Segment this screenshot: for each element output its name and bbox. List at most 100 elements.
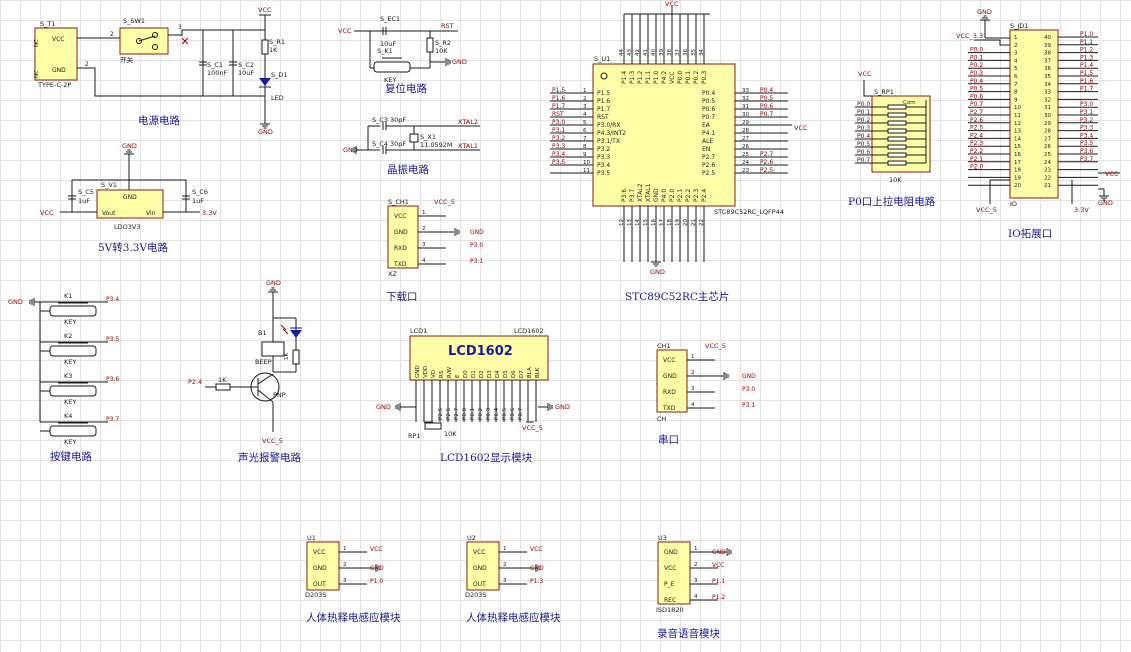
serial-pin-vcc-label: VCC [663,357,675,364]
io-net-right: P3.7 [1080,156,1093,163]
mcu-pin-right-label: P2.7 [702,154,715,161]
mcu-pin-right-label: P2.6 [702,162,715,169]
key-switch[interactable] [49,345,97,357]
d1-ref: S_D1 [271,71,288,79]
sw-label: 开关 [120,55,134,64]
voice-pin-gnd-label: GND [664,549,678,556]
io-header [1009,29,1059,199]
mcu-pin-left-label: P3.3 [597,154,610,161]
mcu-pin-top-label: P1.3 [629,71,636,84]
mcu-pin-top-label: P0.3 [701,71,708,84]
io-pin-left-number: 15 [1014,144,1021,150]
io-net-left: P2.0 [970,164,983,171]
key-net: P3.5 [106,336,119,343]
serial-pin-number: 4 [691,402,695,408]
io-pin-left-number: 9 [1014,97,1018,103]
io-net-left: P2.2 [970,148,983,155]
mcu-net-right: P0.6 [760,103,773,110]
serial-connector[interactable] [656,349,688,413]
mcu-pin-bottom-label: P3.6 [621,189,628,202]
c5-ref: S_C5 [78,188,94,196]
power-gnd: GND [258,128,273,136]
pullup-resistor [887,160,907,166]
key-switch[interactable] [49,385,97,397]
mcu-pin-left-number: 5 [583,120,587,126]
io-pin-right-number: 24 [1044,160,1051,166]
key-switch[interactable] [49,305,97,317]
alarm-vcc5: VCC_5 [262,437,283,445]
download-net-1: GND [470,229,484,236]
io-pin-right-number: 22 [1044,175,1051,181]
lcd-pin-label: D3 [487,370,493,378]
pir1-type: D203S [305,591,327,599]
mcu-pin-left-number: 8 [583,144,587,150]
lcd-title: LCD1602 [448,344,513,359]
c4-val: 30pF [390,140,406,148]
lcd-pin-net: P0.5 [502,407,508,420]
pir2-pin-out-label: OUT [473,581,486,588]
lcd-pin-net: P0.2 [478,408,484,420]
mcu-pin-top-number: 37 [675,49,681,56]
c3-ref: S_C3 [372,116,388,124]
io-pin-right-number: 25 [1044,152,1051,158]
gnd-symbol [723,371,729,381]
voice-pin-vcc-label: VCC [664,565,676,572]
voice-pin-rec-label: REC [664,597,676,604]
buzzer-ref: B1 [258,329,267,337]
mcu-pin-top-number: 44 [619,49,625,56]
k1-ref: S_K1 [377,47,393,55]
io-pin-right-number: 29 [1044,121,1051,127]
r1-ref: S_R1 [269,38,285,46]
mcu-pin-bottom-label: GND [653,188,660,202]
xtal1-net: XTAL1 [458,142,478,150]
power-switch[interactable] [119,27,169,55]
pullup-resistor [887,136,907,142]
pir1-net-2: P1.0 [370,578,383,585]
pullup-vcc: VCC [858,70,872,78]
mcu-pin-top-number: 38 [667,49,673,56]
mcu-pin-bottom-number: 19 [675,219,681,226]
download-pin-rxd-label: RXD [394,245,407,252]
caption-crystal: 晶振电路 [387,163,429,176]
key-switch[interactable] [49,425,97,437]
key-ref: K3 [64,372,72,380]
typec-connector [34,27,78,81]
download-connector[interactable] [387,205,419,269]
io-pin-left-number: 14 [1014,136,1021,142]
t1-nc2: NC [34,70,40,78]
lcd-pin-net: P0.0 [462,407,468,420]
io-net-right: P1.5 [1080,70,1093,77]
lcd-pin-net: P0.7 [518,407,524,420]
io-vcc33: VCC_3.3 [956,32,983,40]
t1-ref: S_T1 [40,20,55,28]
io-pin-left-number: 6 [1014,74,1018,80]
key-net: P3.7 [106,416,119,423]
pullup-net: P0.5 [857,141,870,148]
key-net: P3.6 [106,376,119,383]
ldo-vcc: VCC [40,209,54,217]
io-gnd: GND [977,8,992,16]
mcu-pin-left-number: 9 [583,152,587,158]
mcu-pin-bottom-number: 12 [619,219,625,226]
mcu-pin-left-label: P4.3/INT2 [597,130,626,137]
mcu-pin-bottom-number: 20 [683,219,689,226]
mcu-pin-left-label: P3.0/RX [597,122,620,129]
mcu-pin-bottom-label: P2.0 [669,189,676,202]
pir1-pin-gnd-label: GND [313,565,327,572]
mcu-pin-bottom-label: XTAL2 [637,183,644,202]
ldo-gnd: GND [122,142,137,150]
mcu-pin-left-label: P3.5 [597,170,610,177]
io-net-left: P0.6 [970,93,983,100]
io-net-right: P1.0 [1080,31,1093,38]
caption-reset: 复位电路 [385,82,427,95]
lcd-pin-net: P2.7 [454,407,460,420]
io-pin-left-number: 19 [1014,175,1021,181]
mcu-pin-right-number: 33 [742,88,749,94]
mcu-net-left: P3.0 [552,119,565,126]
c3-val: 30pF [390,116,406,124]
io-net-left: P0.7 [970,101,983,108]
mcu-pin-right-number: 27 [742,136,749,142]
mcu-pin-left-number: 1 [583,88,587,94]
